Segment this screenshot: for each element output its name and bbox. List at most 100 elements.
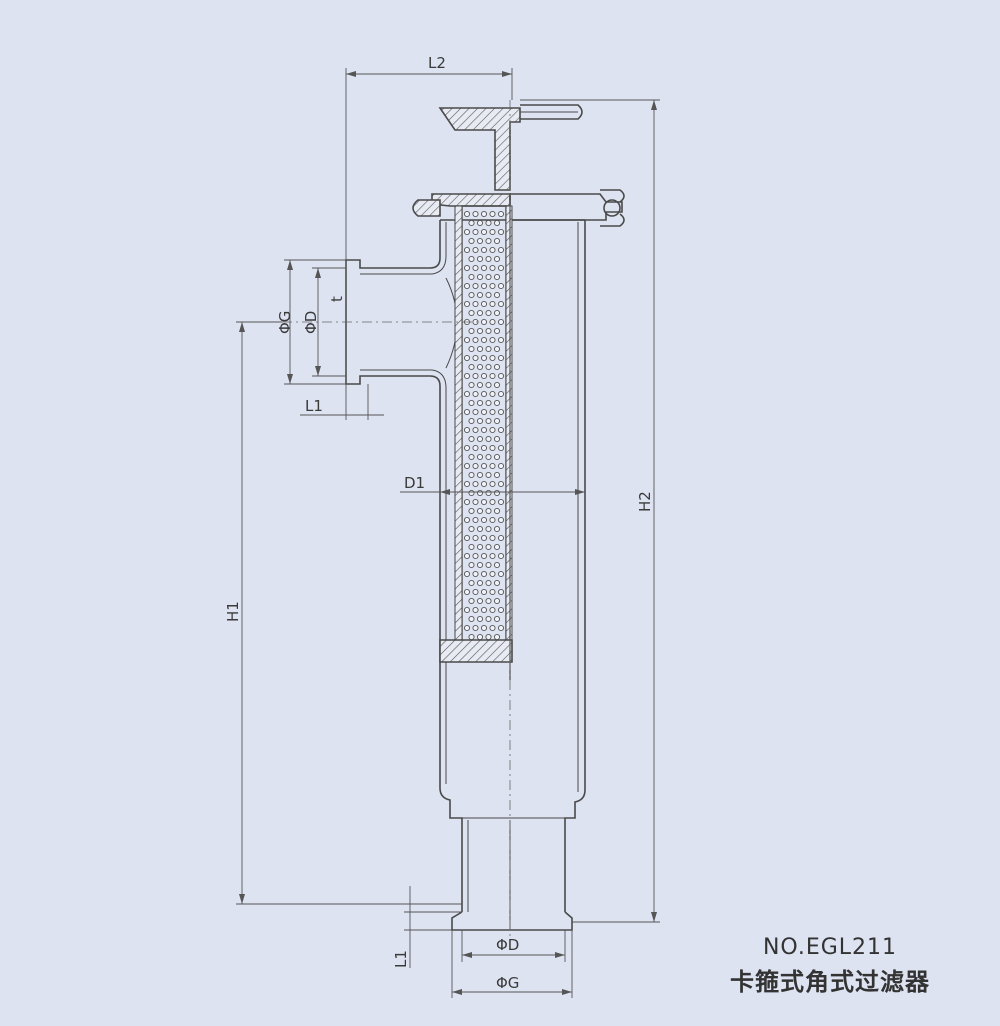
perforation-hole (468, 237, 475, 245)
perforation-hole (485, 453, 492, 461)
perforation-hole (493, 237, 501, 245)
perforation-hole (480, 408, 488, 416)
perforation-hole (463, 336, 471, 344)
perforation-hole (497, 498, 505, 506)
perforation-hole (497, 534, 505, 542)
perforation-hole (489, 606, 496, 614)
perforation-hole (468, 615, 475, 623)
perforation-hole (472, 624, 479, 632)
perforation-hole (476, 381, 484, 389)
perforation-hole (489, 552, 496, 560)
perforation-hole (489, 372, 496, 380)
label-phiD-side: ΦD (302, 311, 320, 334)
perforation-hole (493, 273, 501, 281)
perforation-hole (493, 597, 501, 605)
perforation-hole (480, 498, 488, 506)
perforation-hole (497, 372, 505, 380)
perforation-hole (493, 291, 501, 299)
perforation-hole (476, 615, 484, 623)
perforation-hole (493, 561, 501, 569)
perforation-hole (463, 624, 471, 632)
perforation-hole (493, 255, 501, 263)
perforation-hole (476, 489, 484, 497)
perforation-hole (472, 552, 479, 560)
perforation-hole (480, 264, 488, 272)
perforation-hole (468, 345, 475, 353)
perforation-hole (476, 273, 484, 281)
perforation-hole (497, 426, 505, 434)
perforation-hole (480, 390, 488, 398)
perforation-hole (489, 264, 496, 272)
perforation-hole (489, 318, 496, 326)
perforation-hole (489, 534, 496, 542)
perforation-hole (497, 228, 505, 236)
perforation-hole (493, 453, 501, 461)
perforation-hole (489, 408, 496, 416)
perforation-hole (472, 480, 479, 488)
label-H1: H1 (224, 601, 242, 622)
perforation-hole (468, 399, 475, 407)
perforation-hole (497, 354, 505, 362)
perforation-hole (497, 264, 505, 272)
perforation-hole (463, 534, 471, 542)
perforation-hole (497, 444, 505, 452)
perforation-hole (497, 480, 505, 488)
perforation-hole (476, 543, 484, 551)
perforation-hole (497, 300, 505, 308)
perforation-hole (485, 543, 492, 551)
perforation-hole (485, 417, 492, 425)
perforation-hole (476, 417, 484, 425)
perforation-hole (485, 579, 492, 587)
perforation-hole (476, 597, 484, 605)
perforation-hole (476, 561, 484, 569)
label-L1-bottom: L1 (392, 950, 410, 968)
perforation-hole (476, 309, 484, 317)
perforation-hole (468, 633, 475, 641)
perforation-hole (485, 327, 492, 335)
perforation-hole (480, 354, 488, 362)
perforation-hole (493, 327, 501, 335)
perforation-hole (485, 291, 492, 299)
perforation-hole (497, 606, 505, 614)
label-L1-side: L1 (305, 397, 323, 415)
perforation-hole (463, 246, 471, 254)
perforation-hole (472, 390, 479, 398)
perforation-hole (480, 426, 488, 434)
perforation-hole (476, 327, 484, 335)
perforation-hole (493, 435, 501, 443)
perforation-hole (493, 219, 501, 227)
perforation-hole (472, 570, 479, 578)
perforation-hole (472, 228, 479, 236)
perforation-hole (485, 255, 492, 263)
perforation-hole (485, 273, 492, 281)
perforation-hole (463, 264, 471, 272)
perforation-hole (468, 525, 475, 533)
perforation-hole (472, 264, 479, 272)
perforation-hole (489, 282, 496, 290)
perforation-hole (480, 534, 488, 542)
perforation-hole (493, 417, 501, 425)
perforation-hole (497, 318, 505, 326)
perforation-hole (476, 471, 484, 479)
perforation-hole (485, 399, 492, 407)
perforation-hole (476, 219, 484, 227)
label-H2: H2 (636, 491, 654, 512)
perforation-hole (485, 363, 492, 371)
perforation-hole (497, 246, 505, 254)
perforation-hole (485, 525, 492, 533)
perforation-hole (480, 336, 488, 344)
perforation-hole (472, 318, 479, 326)
perforation-hole (489, 480, 496, 488)
perforation-hole (472, 606, 479, 614)
perforation-hole (468, 219, 475, 227)
perforation-hole (489, 246, 496, 254)
perforation-hole (472, 462, 479, 470)
perforation-hole (476, 435, 484, 443)
perforation-hole (468, 597, 475, 605)
perforation-hole (493, 345, 501, 353)
perforation-hole (497, 624, 505, 632)
perforation-hole (489, 336, 496, 344)
perforation-hole (468, 363, 475, 371)
perforation-hole (480, 246, 488, 254)
perforation-hole (476, 237, 484, 245)
